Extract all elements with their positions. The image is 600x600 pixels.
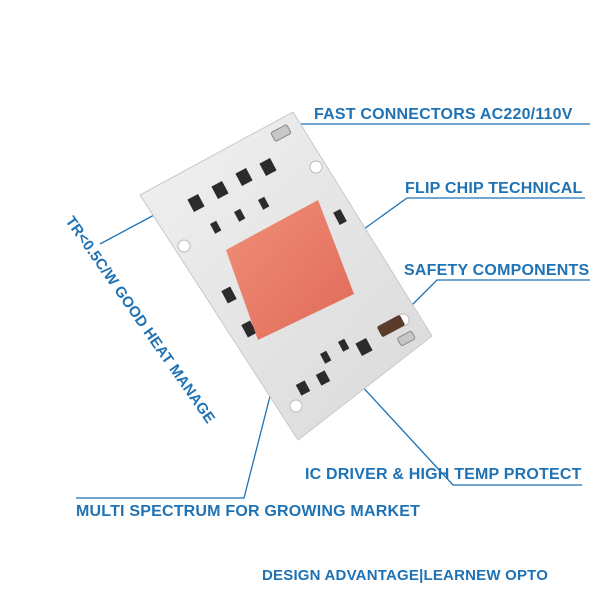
label-flip-chip: FLIP CHIP TECHNICAL bbox=[405, 180, 583, 197]
callout-line-ic bbox=[346, 369, 582, 486]
led-chip bbox=[226, 200, 354, 340]
label-ic-driver: IC DRIVER & HIGH TEMP PROTECT bbox=[305, 466, 582, 483]
label-multi-spectrum: MULTI SPECTRUM FOR GROWING MARKET bbox=[76, 503, 421, 520]
label-fast-connectors: FAST CONNECTORS AC220/110V bbox=[314, 106, 573, 123]
callout-line-heat bbox=[99, 213, 157, 245]
footer-label: DESIGN ADVANTAGE|LEARNEW OPTO bbox=[262, 567, 549, 584]
label-safety-components: SAFETY COMPONENTS bbox=[404, 262, 590, 279]
